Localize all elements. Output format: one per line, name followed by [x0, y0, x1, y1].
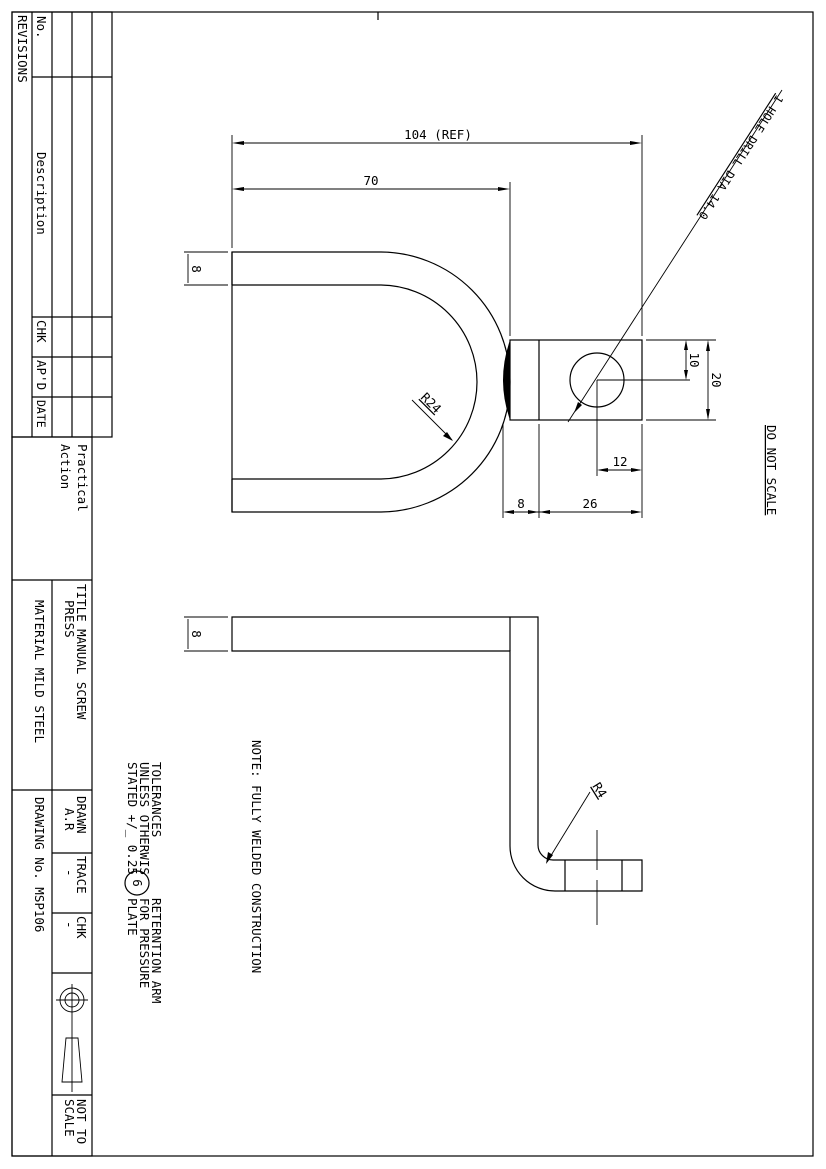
revisions-title: REVISIONS: [15, 15, 30, 83]
rev-header-no: No.: [34, 16, 49, 39]
part-name-line2: FOR PRESSURE: [137, 898, 152, 988]
chk-value: -: [62, 921, 77, 929]
dim-block-width: 26: [582, 496, 597, 511]
rev-header-description: Description: [34, 152, 49, 235]
rev-header-chk: CHK: [34, 320, 49, 343]
tolerances-line1: TOLERANCES: [149, 762, 164, 837]
title-block: Practical Action TITLE MANUAL SCREW PRES…: [11, 436, 93, 1157]
plan-view: [231, 251, 643, 513]
part-name-line1: RETERNTION ARM: [149, 898, 164, 1003]
drawing-number: DRAWING No. MSP106: [32, 797, 47, 932]
do-not-scale-note: DO NOT SCALE: [764, 425, 779, 515]
rev-header-date: DATE: [34, 400, 48, 428]
dim-side-radius: R4: [589, 780, 610, 801]
hole-note: 1 HOLE DRILL DIA 14.0: [696, 92, 787, 222]
tolerances-line2: UNLESS OTHERWIS: [137, 762, 152, 875]
part-balloon: [124, 870, 150, 896]
third-angle-projection-icon: [56, 984, 88, 1092]
trace-label: TRACE: [74, 856, 89, 894]
company-name-line1: Practical: [75, 444, 90, 512]
weld-fill: [503, 340, 510, 420]
plan-dimensions: 104 (REF) 70 8 10 20 12 8 26 R24: [184, 89, 787, 518]
tolerances-line3: STATED +/_ 0.25: [125, 762, 140, 875]
dim-block-height: 20: [709, 372, 724, 387]
chk-label: CHK: [74, 916, 89, 939]
scale-line1: NOT TO: [74, 1099, 89, 1144]
scale-line2: SCALE: [62, 1099, 77, 1137]
part-number: 6: [130, 879, 145, 887]
drawn-value: A.R: [62, 808, 77, 831]
drawing-title-line1: TITLE MANUAL SCREW: [74, 584, 89, 720]
rev-header-apd: AP'D: [34, 360, 49, 390]
company-name-line2: Action: [58, 444, 73, 489]
dim-overall: 104 (REF): [404, 127, 472, 142]
drawing-border: [11, 11, 814, 1157]
dim-hole-offset-y: 10: [687, 352, 702, 367]
weld-note: NOTE: FULLY WELDED CONSTRUCTION: [249, 740, 264, 973]
drawing-title-line2: PRESS: [62, 600, 77, 638]
dim-hole-offset-x: 12: [612, 454, 627, 469]
dim-bar-thickness-side: 8: [189, 630, 204, 638]
drawn-label: DRAWN: [74, 796, 89, 834]
side-view: 8 R4: [184, 616, 643, 925]
material: MATERIAL MILD STEEL: [32, 600, 47, 743]
revisions-table: REVISIONS No. Description CHK AP'D DATE: [11, 11, 113, 438]
dim-weld-width: 8: [517, 496, 525, 511]
dim-bend-length: 70: [363, 173, 378, 188]
part-name-line3: PLATE: [125, 898, 140, 936]
dim-bar-thickness-top: 8: [189, 265, 204, 273]
dim-bend-radius: R24: [418, 390, 445, 417]
trace-value: -: [62, 869, 77, 877]
